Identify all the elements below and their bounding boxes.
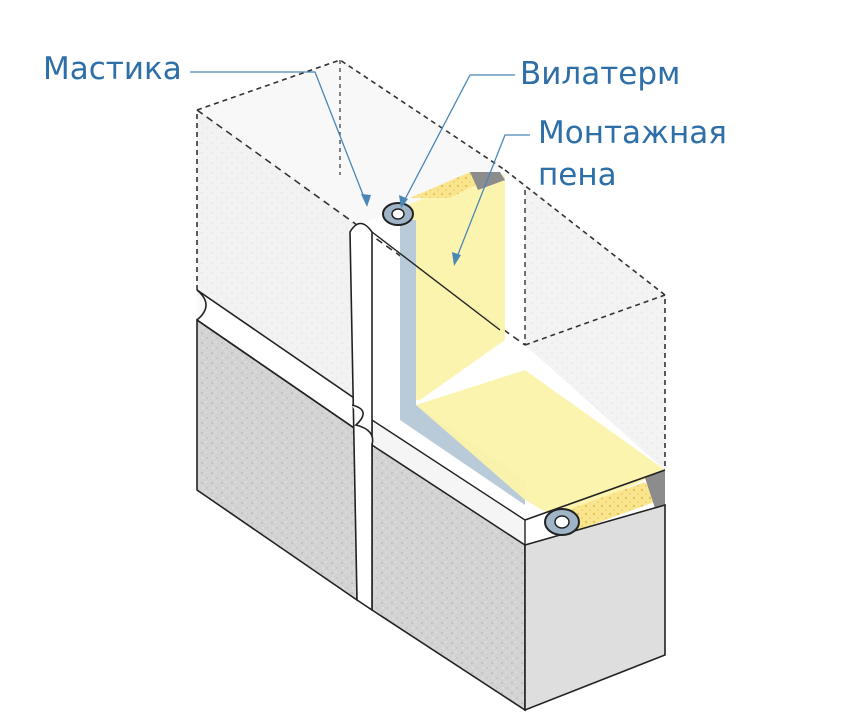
vilaterm-leader bbox=[401, 74, 515, 206]
label-foam-line1: Монтажная bbox=[538, 115, 727, 151]
label-foam-line2: пена bbox=[538, 157, 617, 193]
lower-block-right bbox=[371, 418, 666, 712]
vilaterm-cord-end-top bbox=[382, 202, 414, 226]
mastic-strip bbox=[349, 222, 501, 612]
label-vilaterm: Вилатерм bbox=[520, 56, 681, 92]
vilaterm-cord-end-bottom bbox=[544, 508, 580, 536]
leader-arrows bbox=[361, 194, 461, 266]
upper-block-left bbox=[196, 59, 506, 400]
horizontal-joint bbox=[416, 370, 665, 530]
vertical-joint bbox=[400, 172, 525, 505]
foam-leader bbox=[454, 134, 530, 263]
mastic-leader bbox=[190, 71, 368, 206]
label-mastic: Мастика bbox=[43, 51, 182, 87]
lower-block-left bbox=[196, 289, 358, 602]
leader-lines bbox=[190, 71, 530, 263]
